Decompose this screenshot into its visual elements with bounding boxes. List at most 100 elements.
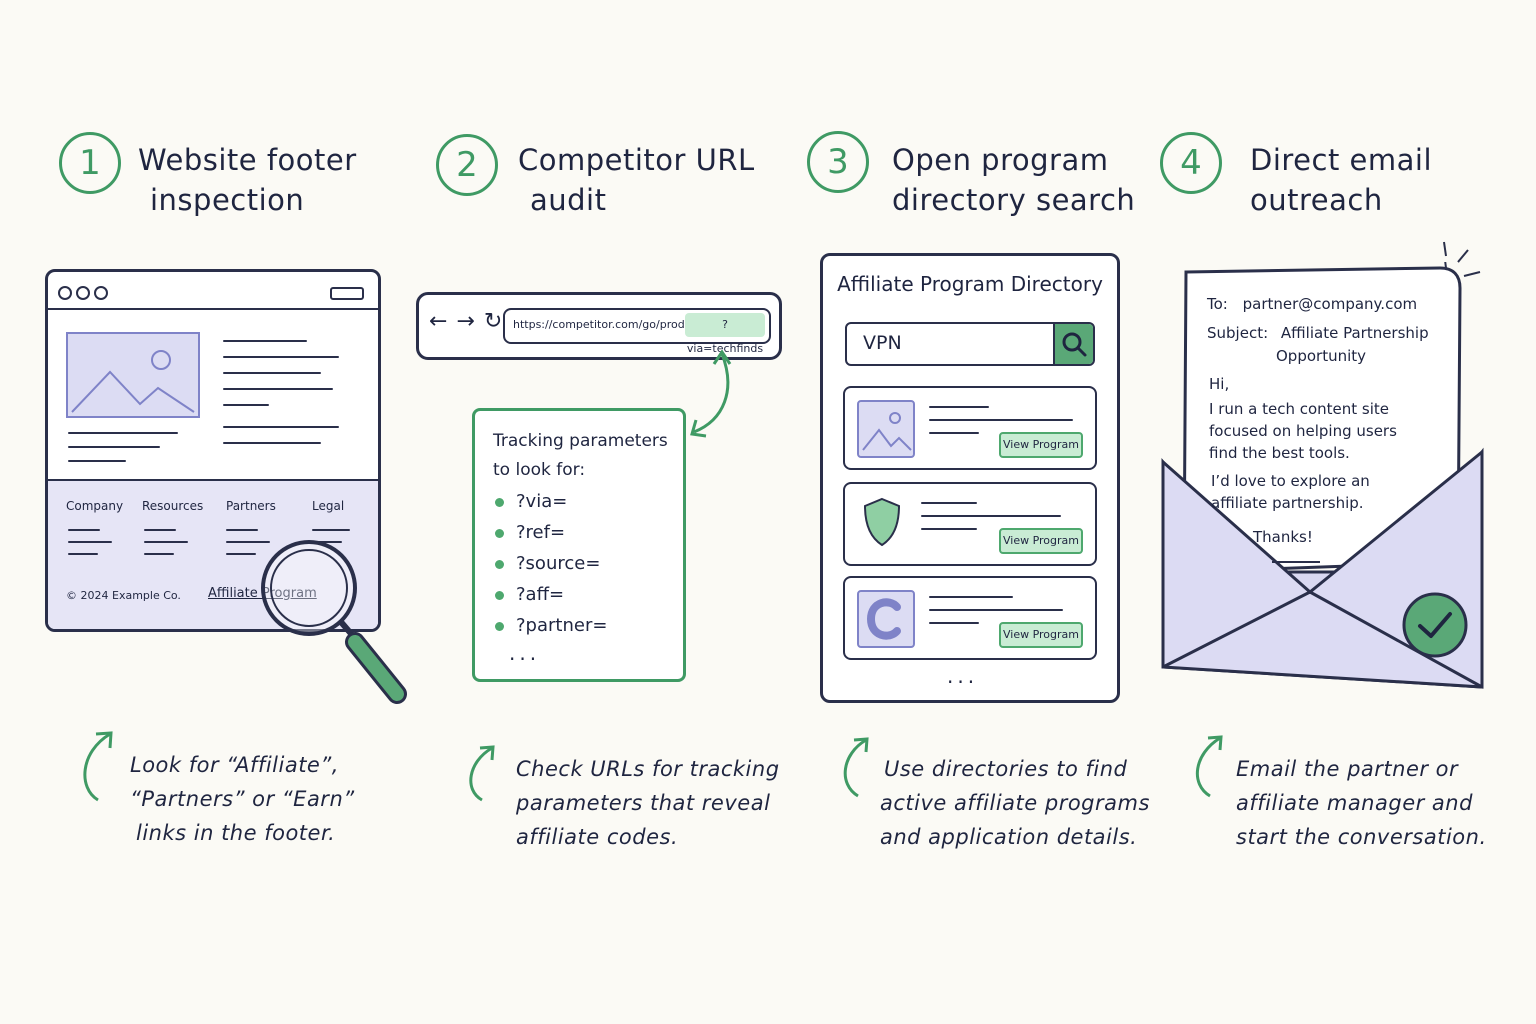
browser-nav-icons[interactable]: ← → ↻ [429, 309, 504, 334]
directory-title: Affiliate Program Directory [837, 272, 1103, 296]
step-4-title: Direct email outreach [1250, 140, 1432, 220]
step-4-number: 4 [1160, 132, 1222, 194]
program-card[interactable]: View Program [843, 482, 1097, 566]
email-body-1-line1: I run a tech content site [1209, 400, 1390, 418]
step-3-caption: Use directories to find active affiliate… [880, 752, 1150, 854]
step-3-title: Open program directory search [892, 140, 1135, 220]
step-1-caption-line1: Look for “Affiliate”, [130, 753, 339, 777]
email-body-1-line2: focused on helping users [1209, 422, 1397, 440]
param-item: ?partner= [495, 615, 607, 636]
email-subject-line1: Affiliate Partnership [1280, 324, 1429, 342]
directory-panel: Affiliate Program Directory VPN View Pro… [820, 253, 1120, 703]
param-label: ?partner= [516, 615, 608, 636]
curved-arrow-icon [1195, 735, 1223, 798]
email-body-1-line3: find the best tools. [1209, 444, 1350, 462]
curved-arrow-icon [83, 731, 113, 802]
url-field[interactable]: https://competitor.com/go/product ?via=t… [503, 308, 771, 355]
step-4-title-line1: Direct email [1250, 143, 1433, 177]
search-value: VPN [863, 332, 902, 354]
footer-col-resources[interactable]: Resources [142, 499, 204, 513]
window-dot-icon [58, 286, 72, 300]
logo-c-icon [857, 590, 915, 648]
footer-copyright: © 2024 Example Co. [66, 589, 181, 602]
tracking-params-title-line2: to look for: [493, 460, 586, 480]
program-card[interactable]: View Program [843, 576, 1097, 660]
window-dot-icon [76, 286, 90, 300]
step-2-title-line1: Competitor URL [518, 143, 755, 177]
param-item: ?ref= [495, 522, 565, 543]
directory-search-input[interactable]: VPN [845, 322, 1095, 366]
view-program-button[interactable]: View Program [999, 528, 1083, 554]
bullet-icon [495, 497, 504, 507]
email-to: To: partner@company.com [1207, 293, 1417, 315]
website-mockup: Company Resources Partners Legal © 2024 … [45, 269, 381, 632]
footer-col-partners[interactable]: Partners [226, 499, 276, 513]
step-4-title-line2: outreach [1250, 183, 1383, 217]
footer-col-legal[interactable]: Legal [312, 499, 345, 513]
bullet-icon [495, 621, 504, 631]
magnifier-icon [261, 540, 407, 704]
param-item: ?source= [495, 553, 600, 574]
footer-col-company[interactable]: Company [66, 499, 124, 513]
tracking-params-title: Tracking parameters to look for: [493, 427, 668, 485]
step-2-number: 2 [436, 134, 498, 196]
step-3-title-line1: Open program [892, 143, 1109, 177]
email-to-value[interactable]: partner@company.com [1242, 295, 1418, 313]
program-card[interactable]: View Program [843, 386, 1097, 470]
step-3-title-line2: directory search [892, 183, 1136, 217]
step-2-caption: Check URLs for tracking parameters that … [516, 752, 780, 854]
view-program-button[interactable]: View Program [999, 622, 1083, 648]
email-body-2-line1: I’d love to explore an [1211, 472, 1370, 490]
step-2-caption-line2: parameters that reveal [516, 791, 771, 815]
step-4-caption-line1: Email the partner or [1236, 757, 1459, 781]
step-1-number: 1 [59, 132, 121, 194]
tracking-params-box: Tracking parameters to look for: ?via= ?… [472, 408, 686, 682]
email-subject-line2: Opportunity [1276, 347, 1367, 365]
envelope-icon [1161, 262, 1484, 689]
curved-arrow-icon [469, 745, 495, 802]
step-2-title-line2: audit [530, 183, 607, 217]
browser-url-bar: ← → ↻ https://competitor.com/go/product … [416, 292, 782, 360]
email-greeting: Hi, [1209, 375, 1230, 393]
image-placeholder-icon [66, 332, 200, 418]
view-program-button[interactable]: View Program [999, 432, 1083, 458]
checkmark-badge-icon [1402, 592, 1468, 658]
step-3-number: 3 [807, 131, 869, 193]
bullet-icon [495, 559, 504, 569]
url-param-highlight: ?via=techfinds [685, 313, 765, 355]
step-2-caption-line3: affiliate codes. [516, 825, 679, 849]
step-1-title-line1: Website footer [138, 143, 357, 177]
step-4-caption: Email the partner or affiliate manager a… [1236, 752, 1487, 854]
param-label: ?aff= [516, 584, 565, 605]
param-label: ?ref= [516, 522, 566, 543]
window-control-icon [330, 287, 364, 300]
step-2-caption-line1: Check URLs for tracking [516, 757, 780, 781]
sparkle-icon [1443, 241, 1481, 277]
window-dot-icon [94, 286, 108, 300]
email-body-2: I’d love to explore an affiliate partner… [1211, 470, 1370, 514]
step-2-title: Competitor URL audit [518, 140, 755, 220]
step-1-caption-line2: “Partners” or “Earn” [130, 787, 355, 811]
more-results-ellipsis: ... [947, 664, 979, 688]
step-1-caption-line3: links in the footer. [136, 821, 336, 845]
step-1-title-line2: inspection [150, 183, 305, 217]
step-4-caption-line3: start the conversation. [1236, 825, 1487, 849]
connector-arrow-icon [690, 350, 732, 438]
step-4-caption-line2: affiliate manager and [1236, 791, 1473, 815]
shield-icon [863, 497, 901, 547]
email-subject: Subject: Affiliate Partnership [1207, 322, 1429, 344]
param-item: ?via= [495, 491, 567, 512]
email-subject-label: Subject: [1207, 324, 1269, 342]
website-footer: Company Resources Partners Legal © 2024 … [48, 479, 378, 629]
url-text: https://competitor.com/go/product [513, 318, 703, 331]
step-3-caption-line1: Use directories to find [884, 757, 1128, 781]
email-signoff: Thanks! [1253, 528, 1313, 546]
step-1-title: Website footer inspection [138, 140, 357, 220]
more-params-ellipsis: ... [509, 641, 541, 665]
email-to-label: To: [1207, 295, 1228, 313]
search-button[interactable] [1053, 324, 1093, 364]
param-label: ?via= [516, 491, 568, 512]
image-icon [857, 400, 915, 458]
param-item: ?aff= [495, 584, 564, 605]
step-1-caption: Look for “Affiliate”, “Partners” or “Ear… [130, 748, 355, 850]
